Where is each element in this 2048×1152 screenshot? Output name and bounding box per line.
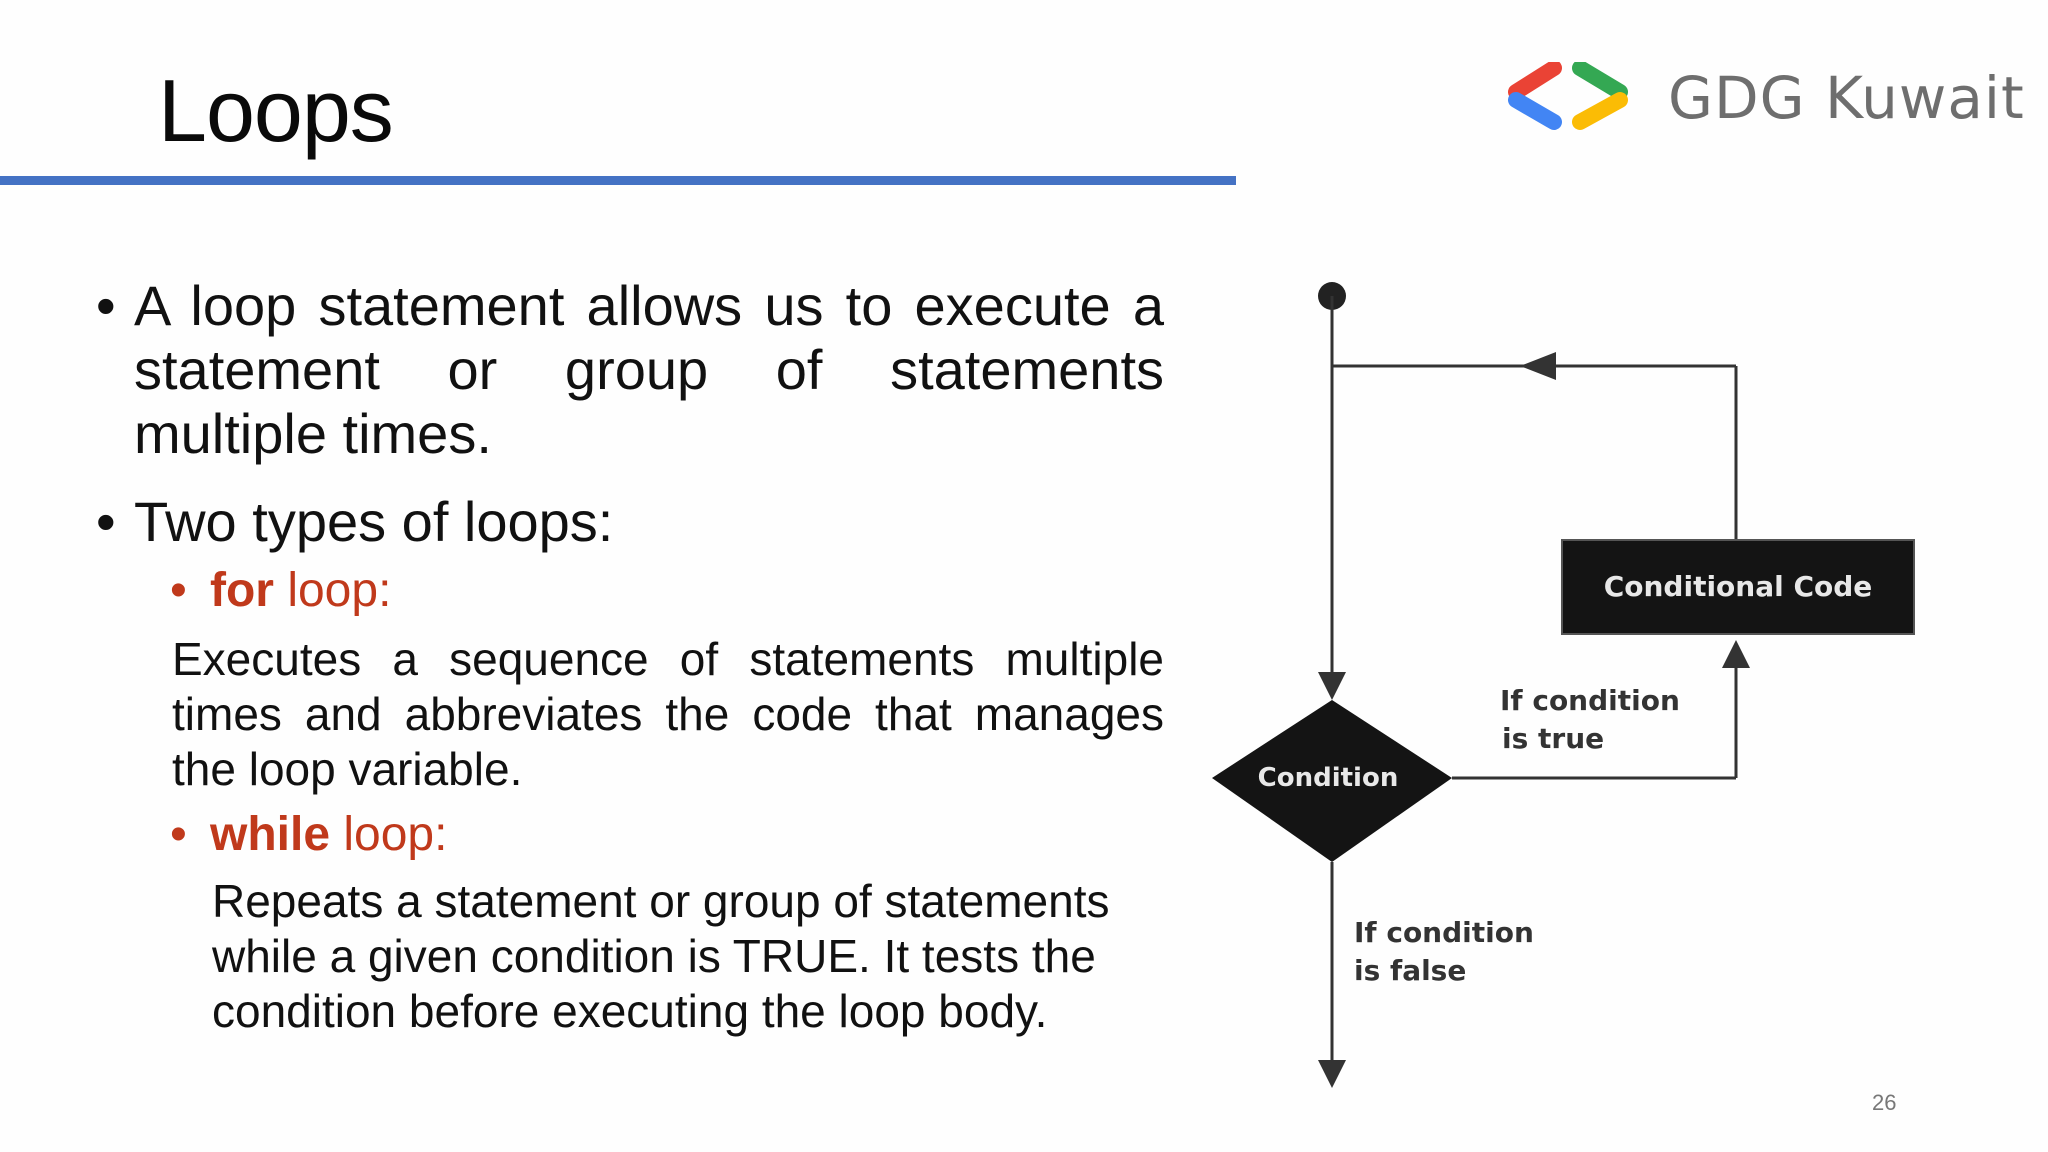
- arrow-into-code: [1722, 640, 1750, 668]
- while-desc-line: condition before executing the loop body…: [212, 985, 1048, 1037]
- while-desc-line: while a given condition is TRUE. It test…: [212, 930, 1096, 982]
- for-keyword: for: [210, 564, 274, 617]
- conditional-code-box: [1561, 539, 1915, 635]
- while-loop-description: Repeats a statement or group of statemen…: [212, 874, 1172, 1039]
- gdg-logo: GDG Kuwait: [1508, 60, 2028, 132]
- loop-flowchart: Conditional Code Condition If condition …: [1212, 282, 1915, 1088]
- while-keyword: while: [210, 808, 331, 861]
- arrow-into-condition: [1318, 672, 1346, 700]
- bullet-dot: •: [96, 490, 116, 553]
- gdg-chevrons-icon: [1508, 60, 1628, 130]
- for-loop-label: loop:: [273, 564, 392, 617]
- logo-wordmark: GDG Kuwait: [1668, 64, 2025, 132]
- false-label-line: is false: [1354, 954, 1466, 987]
- exit-arrow: [1318, 1060, 1346, 1088]
- slide-title: Loops: [158, 61, 394, 160]
- sub-bullet-dot: •: [170, 808, 187, 861]
- bullet-dot: •: [96, 274, 116, 337]
- condition-diamond: [1212, 700, 1452, 862]
- bullet-loop-statement: • A loop statement allows us to execute …: [96, 274, 1164, 466]
- while-desc-line: Repeats a statement or group of statemen…: [212, 875, 1110, 927]
- bullet-two-types: • Two types of loops:: [96, 490, 1164, 554]
- true-label-line: If condition: [1500, 684, 1680, 717]
- loop-back-arrow: [1520, 352, 1556, 380]
- bullet-text: Two types of loops:: [134, 490, 614, 553]
- sub-bullet-while-loop: • while loop:: [170, 808, 447, 862]
- for-loop-description: Executes a sequence of statements multip…: [172, 633, 1164, 795]
- bullet-text: A loop statement allows us to execute a …: [134, 274, 1164, 465]
- false-label-line: If condition: [1354, 916, 1534, 949]
- page-number: 26: [1872, 1090, 1897, 1115]
- condition-label: Condition: [1258, 763, 1399, 793]
- true-label-line: is true: [1502, 722, 1604, 755]
- while-loop-label: loop:: [330, 808, 448, 861]
- title-underline: [0, 176, 1236, 185]
- sub-bullet-dot: •: [170, 564, 187, 617]
- sub-bullet-for-loop: • for loop:: [170, 564, 391, 618]
- conditional-code-label: Conditional Code: [1604, 570, 1873, 603]
